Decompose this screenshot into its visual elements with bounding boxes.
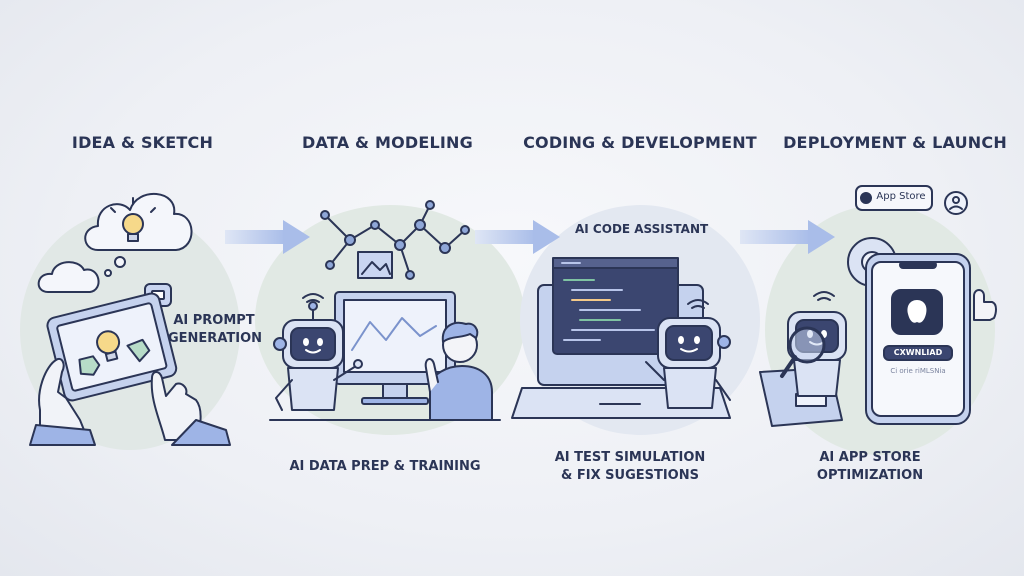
speech-cloud-icon: [37, 261, 100, 293]
robot-icon: [273, 293, 363, 411]
caption-line: AI CODE ASSISTANT: [575, 222, 709, 236]
phone-download-button: CXWNLIAD: [893, 348, 943, 357]
left-hand-icon: [38, 358, 91, 446]
stage-title-deployment-launch: DEPLOYMENT & LAUNCH: [783, 133, 1007, 152]
right-sleeve-icon: [171, 419, 231, 446]
code-window-icon: [552, 257, 679, 355]
wifi-icon-2: [687, 299, 709, 309]
thought-cloud-icon: [84, 193, 193, 277]
user-icon: [944, 191, 968, 215]
caption-ai-data-prep: AI DATA PREP & TRAINING: [285, 458, 485, 476]
robot-icon-2: [645, 299, 731, 409]
tablet-icon: [46, 292, 178, 402]
arrow-3-icon: [740, 220, 835, 254]
left-sleeve-icon: [29, 424, 96, 446]
caption-line: AI APP STORE: [819, 450, 921, 465]
caption-ai-app-store-optimization: AI APP STORE OPTIMIZATION: [815, 449, 925, 485]
stage-4-illustration: [759, 185, 997, 427]
app-store-badge-icon: [855, 185, 933, 211]
app-store-badge-label: App Store: [876, 191, 926, 202]
caption-ai-test-simulation: AI TEST SIMULATION & FIX SUGESTIONS: [545, 449, 715, 485]
thumbs-up-icon: [973, 289, 997, 321]
caption-line: AI TEST SIMULATION: [554, 450, 706, 465]
wifi-icon-3: [813, 291, 835, 301]
caption-line: OPTIMIZATION: [816, 468, 924, 483]
stage-2-illustration: [269, 200, 501, 421]
right-hand-icon: [150, 371, 202, 441]
arrow-1-icon: [225, 220, 310, 254]
image-icon: [357, 251, 393, 279]
caption-line: AI PROMPT: [173, 313, 255, 328]
network-graph-icon: [320, 200, 470, 280]
caption-ai-prompt-generation: AI PROMPT GENERATION: [168, 312, 263, 348]
monitor-icon: [334, 291, 456, 405]
person-icon: [424, 321, 493, 421]
wifi-icon: [302, 293, 324, 303]
magnifier-icon: [780, 326, 826, 378]
stage-title-data-modeling: DATA & MODELING: [302, 133, 473, 152]
caption-line: AI DATA PREP & TRAINING: [289, 459, 481, 474]
stage-3-illustration: [511, 257, 731, 419]
caption-line: & FIX SUGESTIONS: [561, 468, 699, 483]
stage-1-illustration: [29, 193, 231, 446]
caption-ai-code-assistant: AI CODE ASSISTANT: [575, 220, 709, 238]
flow-arrows: [225, 220, 835, 254]
caption-line: GENERATION: [168, 331, 263, 346]
phone-icon: [865, 253, 971, 425]
stage-title-coding-development: CODING & DEVELOPMENT: [523, 133, 757, 152]
phone-subtext: Ci orie riMLSNia: [890, 367, 946, 375]
stage-title-idea-sketch: IDEA & SKETCH: [71, 133, 214, 152]
arrow-2-icon: [475, 220, 560, 254]
